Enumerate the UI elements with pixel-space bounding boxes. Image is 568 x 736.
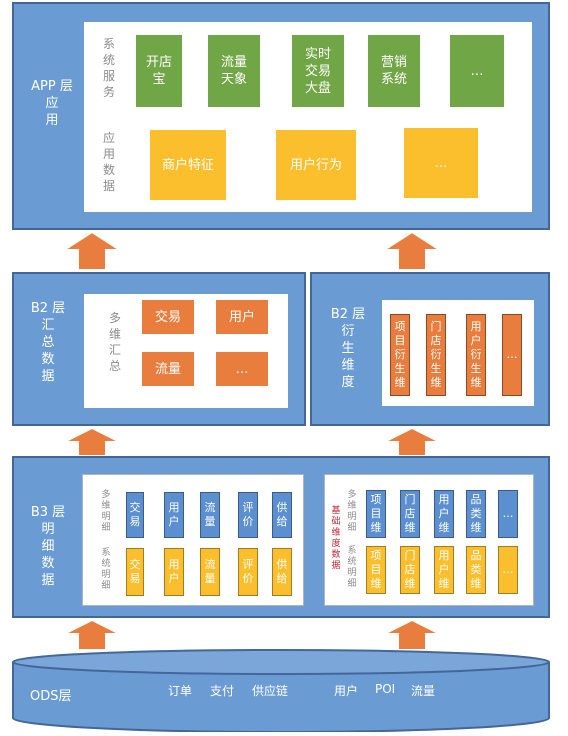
dim-box-more: … xyxy=(498,490,518,538)
b2-derived-label: B2 层 衍 生 维 度 xyxy=(330,307,366,390)
app-layer-label: APP 层 应 用 xyxy=(31,79,73,128)
data-box-user-behavior: 用户行为 xyxy=(276,130,356,200)
dim-box-item: 项 目 维 xyxy=(366,490,386,538)
ods-source-supply-chain: 供应链 xyxy=(252,684,289,698)
sys-dim-box-category: 品 类 维 xyxy=(466,546,486,594)
summary-box-user: 用户 xyxy=(216,300,268,334)
service-box-kaidianbao: 开店 宝 xyxy=(136,35,182,107)
detail-box-traffic: 流 量 xyxy=(200,492,220,538)
detail-box-user: 用 户 xyxy=(164,492,184,538)
arrow-up-icon xyxy=(382,618,442,652)
app-data-label: 应 用 数 据 xyxy=(102,131,115,193)
multi-dim-detail-label: 多 维 明 细 xyxy=(101,490,111,533)
ods-layer-label: ODS层 xyxy=(30,689,72,704)
dim-box-user: 用 户 维 xyxy=(434,490,454,538)
ods-source-order: 订单 xyxy=(168,684,193,698)
system-services-label: 系 统 服 务 xyxy=(102,37,115,99)
system-box-traffic: 流 量 xyxy=(200,548,220,596)
derived-box-item: 项 目 衍 生 维 xyxy=(390,314,410,396)
dim-box-category: 品 类 维 xyxy=(466,490,486,538)
base-dimension-label: 基 础 维 度 数 据 xyxy=(331,506,341,571)
multi-dim-detail-label-right: 多 维 明 细 xyxy=(347,490,357,533)
detail-box-trade: 交 易 xyxy=(126,492,144,538)
system-box-trade: 交 易 xyxy=(126,548,144,596)
derived-box-more: … xyxy=(502,314,522,396)
system-detail-label: 系 统 明 细 xyxy=(101,548,111,591)
system-box-user: 用 户 xyxy=(164,548,184,596)
ods-source-traffic: 流量 xyxy=(411,684,436,698)
service-box-more: … xyxy=(450,35,504,107)
sys-dim-box-more: … xyxy=(498,546,518,594)
ods-source-payment: 支付 xyxy=(210,684,235,698)
service-box-realtime: 实时 交易 大盘 xyxy=(292,35,344,107)
sys-dim-box-user: 用 户 维 xyxy=(434,546,454,594)
summary-box-trade: 交易 xyxy=(142,300,194,334)
multi-dim-summary-label: 多 维 汇 总 xyxy=(108,311,121,373)
dim-box-store: 门 店 维 xyxy=(400,490,420,538)
arrow-up-icon xyxy=(382,426,442,458)
data-box-more: … xyxy=(404,128,478,198)
arrow-up-icon xyxy=(382,230,442,272)
detail-box-review: 评 价 xyxy=(238,492,258,538)
b2-summary-label: B2 层 汇 总 数 据 xyxy=(30,301,66,384)
detail-box-supply: 供 给 xyxy=(272,492,292,538)
system-box-supply: 供 给 xyxy=(272,548,292,596)
b3-left-panel xyxy=(82,474,304,606)
service-box-marketing: 营销 系统 xyxy=(368,35,420,107)
service-box-traffic: 流量 天象 xyxy=(208,35,260,107)
derived-box-user: 用 户 衍 生 维 xyxy=(466,314,486,396)
summary-box-traffic: 流量 xyxy=(142,352,194,386)
sys-dim-box-item: 项 目 维 xyxy=(366,546,386,594)
arrow-up-icon xyxy=(62,618,122,652)
summary-box-more: … xyxy=(216,352,268,386)
b3-layer-label: B3 层 明 细 数 据 xyxy=(30,505,66,588)
ods-source-poi: POI xyxy=(375,682,396,696)
data-box-merchant: 商户特征 xyxy=(150,130,226,200)
ods-cylinder-icon xyxy=(10,648,552,733)
derived-box-store: 门 店 衍 生 维 xyxy=(426,314,446,396)
arrow-up-icon xyxy=(62,230,122,272)
ods-source-user: 用户 xyxy=(334,684,359,698)
system-box-review: 评 价 xyxy=(238,548,258,596)
system-detail-label-right: 系 统 明 细 xyxy=(347,546,357,589)
sys-dim-box-store: 门 店 维 xyxy=(400,546,420,594)
arrow-up-icon xyxy=(62,426,122,458)
